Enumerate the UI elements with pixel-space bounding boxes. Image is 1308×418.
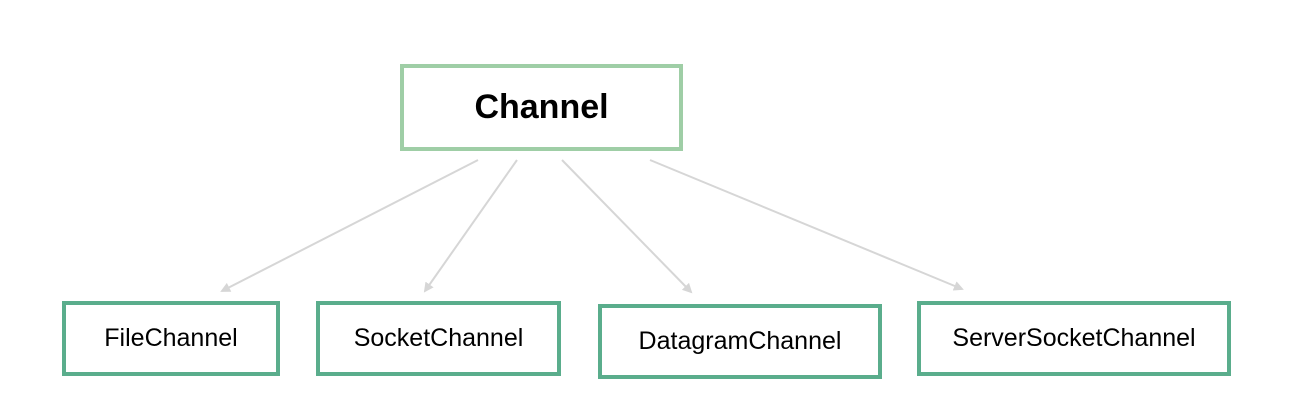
edge-channel-to-socketchannel [423, 159, 518, 293]
node-channel: Channel [400, 64, 683, 151]
node-filechannel-label: FileChannel [104, 324, 238, 352]
node-datagramchannel-label: DatagramChannel [638, 327, 842, 355]
node-socketchannel-label: SocketChannel [353, 324, 524, 352]
node-filechannel: FileChannel [62, 301, 280, 376]
edge-channel-to-datagramchannel [561, 159, 693, 294]
edge-channel-to-filechannel [220, 159, 479, 292]
node-serversocketchannel-label: ServerSocketChannel [952, 324, 1196, 352]
node-socketchannel: SocketChannel [316, 301, 561, 376]
node-serversocketchannel: ServerSocketChannel [917, 301, 1231, 376]
edge-channel-to-serversocketchannel [649, 159, 964, 291]
node-datagramchannel: DatagramChannel [598, 304, 882, 379]
node-channel-label: Channel [474, 88, 609, 126]
